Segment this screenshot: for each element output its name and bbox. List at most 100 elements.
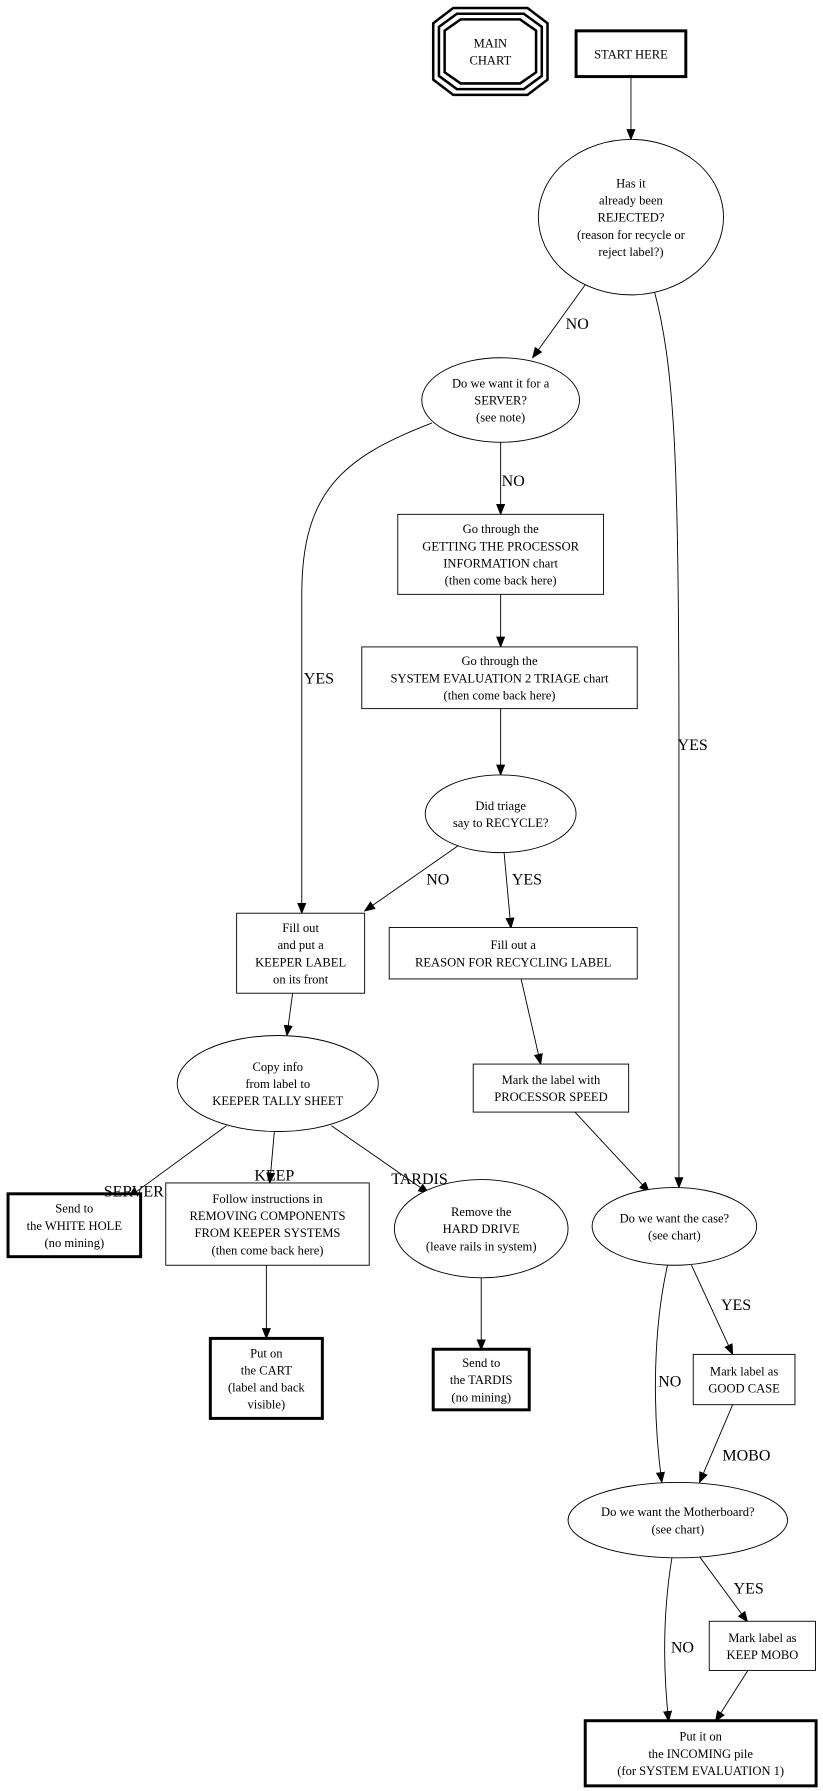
decision-ellipse bbox=[537, 138, 724, 296]
node-text: the WHITE HOLE bbox=[27, 1219, 123, 1233]
node-text: Go through the bbox=[461, 654, 537, 668]
edge-server-to-keeper-label bbox=[297, 422, 433, 915]
edge-label: YES bbox=[512, 872, 542, 889]
edge-label: YES bbox=[304, 670, 334, 687]
edge-label: YES bbox=[734, 1580, 764, 1597]
edge-rejected-to-server bbox=[531, 279, 590, 359]
node-case-q: Do we want the case?(see chart) bbox=[591, 1187, 758, 1266]
decision-ellipse bbox=[421, 357, 580, 443]
node-text: the INCOMING pile bbox=[648, 1747, 753, 1761]
process-box bbox=[397, 513, 604, 595]
node-text: Fill out a bbox=[491, 938, 537, 952]
edge-label: NO bbox=[426, 872, 449, 889]
node-text: Did triage bbox=[475, 799, 526, 813]
node-text: Has it bbox=[616, 176, 646, 190]
edge-label: SERVER bbox=[104, 1184, 164, 1201]
node-white-hole: Send to the WHITE HOLE (no mining) bbox=[6, 1192, 143, 1259]
node-text: reject label?) bbox=[598, 245, 663, 259]
octagon-outline bbox=[437, 12, 544, 91]
node-text: Go through the bbox=[463, 522, 539, 536]
node-text: KEEPER LABEL bbox=[255, 955, 346, 969]
node-text: START HERE bbox=[594, 47, 668, 61]
node-text: from label to bbox=[245, 1077, 310, 1091]
node-text: REASON FOR RECYCLING LABEL bbox=[415, 955, 611, 969]
node-text: GOOD CASE bbox=[708, 1382, 780, 1396]
node-text: Do we want the Motherboard? bbox=[601, 1505, 755, 1519]
node-text: the TARDIS bbox=[450, 1373, 513, 1387]
process-box bbox=[388, 927, 638, 980]
node-text: Mark label as bbox=[728, 1631, 796, 1645]
node-start: START HERE bbox=[574, 29, 688, 79]
edge-recycling-label-to-processor-speed bbox=[520, 979, 543, 1066]
node-text: KEEPER TALLY SHEET bbox=[212, 1094, 343, 1108]
node-text: visible) bbox=[248, 1398, 286, 1412]
node-text: SYSTEM EVALUATION 2 TRIAGE chart bbox=[391, 671, 609, 685]
node-text: on its front bbox=[273, 973, 329, 987]
process-box bbox=[708, 1620, 816, 1671]
node-mobo-q: Do we want the Motherboard? (see chart) bbox=[567, 1481, 788, 1559]
node-text: say to RECYCLE? bbox=[453, 816, 549, 830]
node-text: FROM KEEPER SYSTEMS bbox=[195, 1226, 341, 1240]
octagon-outline bbox=[431, 6, 549, 97]
decision-ellipse bbox=[567, 1481, 788, 1559]
edge-label: YES bbox=[678, 737, 708, 754]
process-box bbox=[583, 1719, 818, 1788]
edge-label: MOBO bbox=[722, 1448, 770, 1465]
node-keep-mobo: Mark label as KEEP MOBO bbox=[708, 1620, 816, 1671]
node-text: (reason for recycle or bbox=[577, 228, 686, 242]
node-text: (then come back here) bbox=[445, 574, 557, 588]
node-text: Put on bbox=[250, 1346, 283, 1360]
node-text: (then come back here) bbox=[444, 688, 556, 702]
node-text: HARD DRIVE bbox=[443, 1222, 520, 1236]
node-text: (see chart) bbox=[651, 1522, 704, 1536]
node-text: Fill out bbox=[282, 921, 319, 935]
node-text: Remove the bbox=[451, 1205, 512, 1219]
edge-label: KEEP bbox=[254, 1168, 294, 1185]
process-box bbox=[431, 1347, 531, 1412]
edge-recycle-q-to-recycling-label bbox=[503, 852, 515, 930]
node-text: the CART bbox=[241, 1363, 293, 1377]
edge-processor-speed-to-case-q bbox=[574, 1111, 651, 1193]
edge-label: TARDIS bbox=[391, 1171, 448, 1188]
node-text: (see note) bbox=[476, 411, 525, 425]
node-text: GETTING THE PROCESSOR bbox=[422, 539, 579, 553]
node-text: (no mining) bbox=[44, 1236, 104, 1250]
node-text: (then come back here) bbox=[212, 1243, 324, 1257]
process-box bbox=[6, 1192, 143, 1259]
edge-mobo-q-to-keep-mobo bbox=[699, 1556, 749, 1623]
node-text: Copy info bbox=[252, 1060, 303, 1074]
node-text: Follow instructions in bbox=[212, 1192, 323, 1206]
process-box bbox=[361, 646, 638, 710]
edge-copy-info-to-white-hole bbox=[127, 1125, 227, 1199]
node-copy-info: Copy info from label to KEEPER TALLY SHEET bbox=[176, 1035, 379, 1132]
node-text: (no mining) bbox=[451, 1390, 511, 1404]
node-text: REJECTED? bbox=[597, 211, 664, 225]
edge-label: NO bbox=[502, 473, 525, 490]
edge-label: YES bbox=[721, 1297, 751, 1314]
edge-good-case-to-mobo-q bbox=[699, 1404, 734, 1484]
process-box bbox=[574, 29, 688, 79]
node-text: and put a bbox=[278, 938, 324, 952]
node-text: Put it on bbox=[679, 1730, 722, 1744]
node-text: Do we want it for a bbox=[452, 376, 550, 390]
decision-ellipse bbox=[591, 1187, 758, 1266]
process-box bbox=[692, 1353, 796, 1406]
edge-keeper-label-to-copy-info bbox=[283, 993, 294, 1037]
node-text: Send to bbox=[55, 1202, 93, 1216]
node-text: KEEP MOBO bbox=[726, 1648, 798, 1662]
edge-case-q-to-mobo-q bbox=[654, 1265, 668, 1484]
decision-ellipse bbox=[424, 774, 577, 854]
node-recycle-q: Did triage say to RECYCLE? bbox=[424, 774, 577, 854]
process-box bbox=[472, 1063, 630, 1113]
process-box bbox=[236, 912, 366, 994]
